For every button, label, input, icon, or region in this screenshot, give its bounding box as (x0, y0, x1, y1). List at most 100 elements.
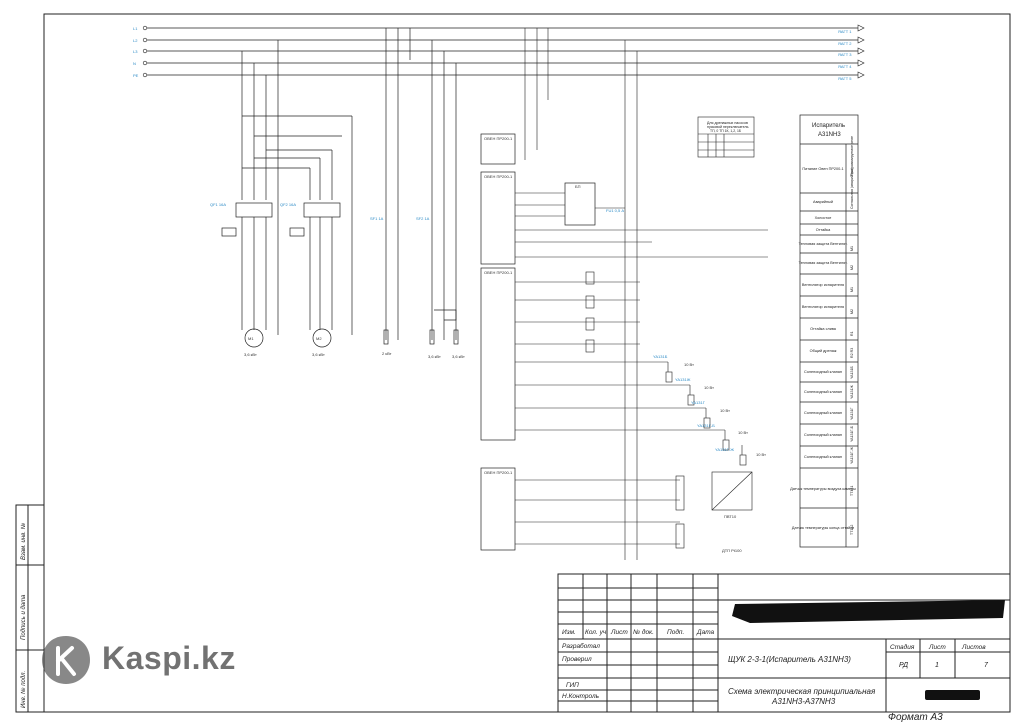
psu-label: БП (575, 184, 581, 189)
tb-col-date: Дата (696, 629, 715, 636)
tb-sheets-header: Листов (961, 644, 986, 651)
plc-4-label: ОВЕН ПР200-1 (484, 470, 513, 475)
note-box-title-1: Для дренажных насосов (707, 121, 748, 125)
title-block (557, 573, 1011, 713)
valve-power-3: 10 Вт (720, 408, 730, 413)
legend-row-code: Программируемое реле (850, 136, 854, 176)
legend-title-2: А31NH3 (818, 132, 841, 138)
motor-m1-power: 3,6 кВт (244, 352, 257, 357)
legend-row-name: Вентилятор испарителя (802, 305, 844, 309)
legend-row-name: Соленоидный клапан (804, 390, 842, 394)
legend-row-code: TT131 (850, 486, 854, 496)
heater-r3-power: 3,6 кВт (452, 354, 465, 359)
legend-row-name: Оттайка слива (810, 327, 837, 331)
heater-r2-power: 3,6 кВт (428, 354, 441, 359)
legend-row-name: Соленоидный клапан (804, 411, 842, 415)
tb-role-2: Проверил (562, 656, 592, 663)
legend-row-code: TT132 (850, 525, 854, 535)
legend-title-1: Испаритель (812, 123, 845, 129)
motor-m2-power: 3,6 кВт (312, 352, 325, 357)
tb-col-list: Лист (610, 629, 628, 636)
valve-tag-3: YA131Г (691, 400, 706, 405)
legend-table (799, 114, 859, 548)
breaker-qf1: QF1 16А (210, 202, 226, 207)
heater-feeder-wiring (383, 28, 459, 345)
phase-buses (145, 27, 858, 76)
plc-2-label: ОВЕН ПР200-1 (484, 174, 513, 179)
tb-role-1: Разработал (562, 642, 600, 650)
motor-m1-label: М1 (248, 336, 254, 341)
legend-row-code: М2 (850, 265, 854, 270)
valve-tag-1: YA131Б (653, 354, 668, 359)
right-ref-1: ЯАГТ 1 (838, 29, 852, 34)
valve-power-2: 10 Вт (704, 385, 714, 390)
valve-tag-4: YA131Г-Б (697, 423, 715, 428)
bus-start-dots (142, 25, 148, 78)
legend-row-name: Датчик температуры воздуха камеры (790, 487, 856, 491)
legend-row-name: Тепловая защита Вентилят. (798, 242, 847, 246)
legend-row-name: Соленоидный клапан (804, 370, 842, 374)
note-box-sub: ТП, 0 ТП 1К, 1,2, 1Б (710, 129, 742, 133)
legend-row-name: Питание Овен ПР200-1 (802, 167, 843, 171)
tb-col-kol: Кол. уч (585, 629, 607, 636)
sensor-model-1: ПВТ10 (724, 514, 737, 519)
legend-row-code: М1 (850, 287, 854, 292)
legend-row-code: М2 (850, 309, 854, 314)
legend-row-code: YA131Г-Ж (850, 446, 854, 464)
legend-row-code: R1 (850, 331, 854, 336)
tb-sheet: 1 (935, 662, 939, 669)
valve-tag-2: YA131Ж (675, 377, 691, 382)
right-ref-2: ЯАГТ 2 (838, 41, 852, 46)
right-ref-5: ЯАГТ 5 (838, 76, 852, 81)
motor-feeder-wiring (221, 40, 353, 348)
side-stamp-1: Взам. инв. № (20, 522, 27, 560)
valve-power-5: 10 Вт (756, 452, 766, 457)
tb-col-izm: Изм. (562, 629, 576, 636)
note-box-title-2: пусковой переключатель (707, 125, 749, 129)
tb-col-doc: № док. (633, 628, 654, 636)
legend-row-name: Соленоидный клапан (804, 433, 842, 437)
plc-blocks (480, 133, 596, 551)
legend-row-code: YA131Г (850, 407, 854, 420)
legend-row-code: R2 R3 (850, 348, 854, 358)
control-wiring (515, 28, 768, 560)
legend-row-name: Соленоидный клапан (804, 455, 842, 459)
legend-row-name: Общий дренаж (810, 349, 837, 353)
tb-col-podp: Подп. (667, 628, 684, 636)
breaker-sf2: SF2 1А (416, 216, 430, 221)
legend-row-name: Аварийный (813, 200, 833, 204)
breaker-sf1: SF1 1А (370, 216, 384, 221)
legend-row-code: YA131Г-Б (850, 425, 854, 442)
plc-3-label: ОВЕН ПР200-1 (484, 270, 513, 275)
legend-row-code: Сигнальная (аварийная) (850, 168, 854, 209)
legend-row-name: Вентилятор испарителя (802, 283, 844, 287)
tb-drawing-title-2: А31NH3-А37NH3 (771, 697, 836, 706)
phase-label-l1: L1 (133, 26, 138, 31)
phase-label-pe: PE (133, 73, 139, 78)
breaker-qf2: QF2 16А (280, 202, 296, 207)
side-stamp-2: Подпись и дата (21, 594, 27, 640)
bus-arrows (857, 24, 865, 79)
tb-role-5: Н.Контроль (562, 693, 600, 700)
valve-power-1: 10 Вт (684, 362, 694, 367)
side-stamp (15, 504, 45, 713)
kaspi-logo-icon (42, 636, 90, 684)
phase-label-l2: L2 (133, 38, 138, 43)
tb-drawing-title-1: Схема электрическая принципиальная (728, 687, 876, 696)
tb-stage-header: Стадия (890, 643, 915, 651)
phase-label-l3: L3 (133, 49, 138, 54)
format-label: Формат А3 (888, 712, 943, 723)
valve-tag-5: YA131Г-Ж (715, 447, 734, 452)
phase-label-n: N (133, 61, 136, 66)
tb-role-4: ГИП (566, 682, 579, 689)
legend-rows: Питание Овен ПР200-1 Программируемое реле… (790, 136, 856, 535)
legend-row-code: М1 (850, 246, 854, 251)
valve-power-4: 10 Вт (738, 430, 748, 435)
plc-1-label: ОВЕН ПР200-1 (484, 136, 513, 141)
legend-row-code: YA131Ж (850, 384, 854, 399)
note-box (697, 116, 755, 158)
right-ref-4: ЯАГТ 4 (838, 64, 852, 69)
fuse-label: FU1 0,5 А (606, 208, 624, 213)
tb-sheets: 7 (984, 662, 989, 669)
